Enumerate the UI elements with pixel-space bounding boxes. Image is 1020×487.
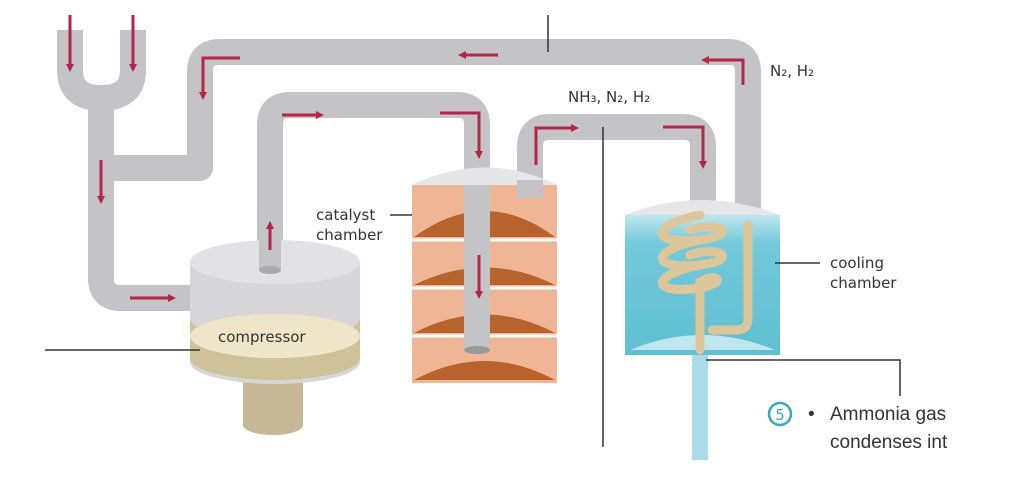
step-number-circle-icon: [767, 401, 793, 427]
cooling-label-1: cooling: [830, 254, 884, 272]
arrow-icon: [701, 56, 745, 85]
catalyst-label-1: catalyst: [316, 206, 375, 224]
cooling-chamber: [625, 200, 780, 355]
cooling-label-2: chamber: [830, 274, 897, 292]
arrow-icon: [534, 124, 579, 165]
ammonia-stream: [692, 345, 708, 460]
compressor-label: compressor: [218, 328, 306, 346]
recycle-gas-label: N₂, H₂: [770, 62, 814, 80]
step-number: 5: [775, 406, 785, 424]
flow-arrows: [66, 15, 745, 302]
leader-line: [706, 359, 901, 396]
catalyst-chamber: [412, 167, 557, 383]
catalyst-label-2: chamber: [316, 226, 383, 244]
compressor: [190, 240, 360, 435]
arrow-icon: [663, 125, 707, 169]
step-bullet: •: [808, 404, 815, 425]
mixture-label: NH₃, N₂, H₂: [568, 88, 650, 106]
arrow-icon: [440, 111, 483, 159]
step-text-line1: Ammonia gas: [830, 404, 946, 425]
cooling-coil: [658, 210, 753, 355]
arrow-icon: [199, 56, 240, 100]
pipes: [57, 30, 761, 352]
step-text-line2: condenses int: [830, 432, 948, 453]
